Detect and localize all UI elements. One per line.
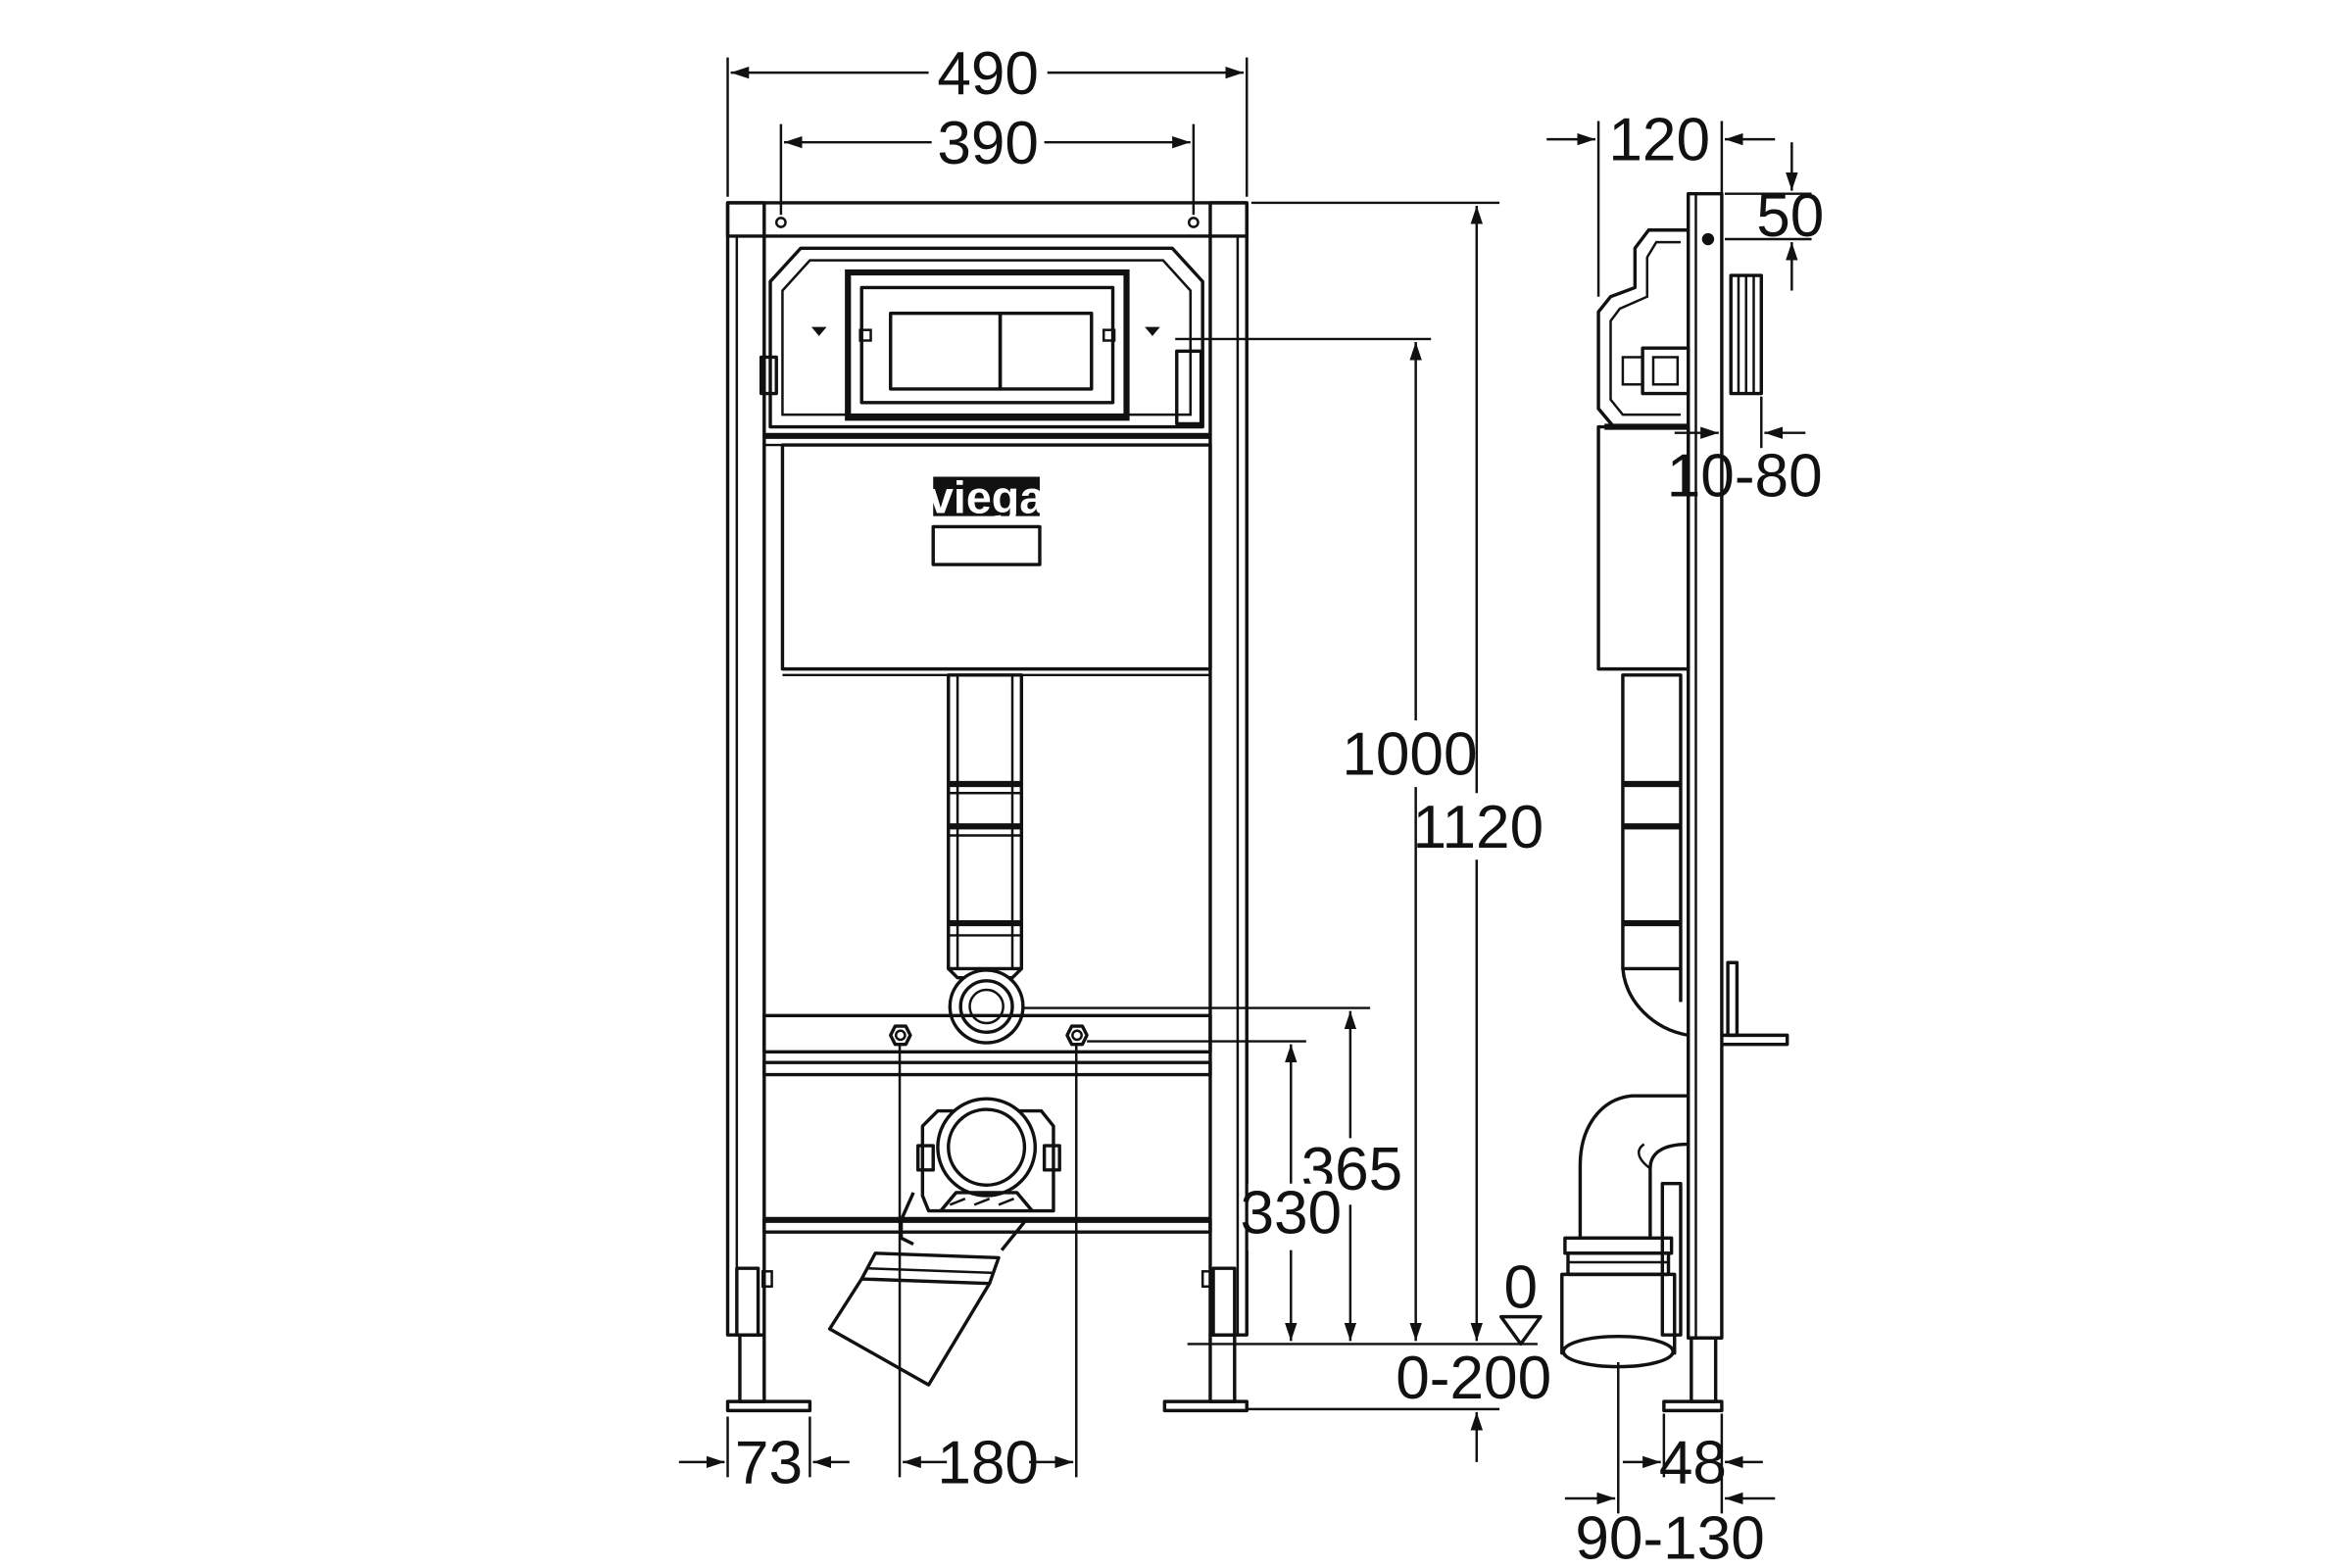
top-rail bbox=[725, 201, 1249, 238]
drain-connection bbox=[936, 1097, 1038, 1198]
right-foot bbox=[1162, 1399, 1249, 1413]
cistern-body bbox=[780, 443, 1212, 671]
side-view bbox=[1560, 191, 1789, 1413]
side-actuator bbox=[1596, 228, 1689, 429]
front-view: viega bbox=[725, 201, 1249, 1413]
right-upright bbox=[1208, 201, 1249, 1337]
fixing-hole-right bbox=[1187, 217, 1200, 228]
dim-height-total: 1120 bbox=[1413, 794, 1544, 861]
dim-height-330: 330 bbox=[1240, 1180, 1342, 1248]
bolt-right bbox=[1065, 1024, 1089, 1047]
dim-side-48: 48 bbox=[1659, 1430, 1727, 1497]
flush-button-left[interactable] bbox=[889, 311, 1003, 391]
dim-fixing-spacing: 390 bbox=[937, 110, 1039, 177]
left-foot bbox=[725, 1399, 812, 1413]
side-leg bbox=[1690, 1336, 1718, 1403]
dim-wall-10-80: 10-80 bbox=[1667, 443, 1823, 511]
actuator-housing bbox=[768, 246, 1204, 429]
dim-leg-adjust: 0-200 bbox=[1396, 1345, 1551, 1412]
dim-pipe-90-130: 90-130 bbox=[1575, 1505, 1764, 1568]
dim-offset-50: 50 bbox=[1756, 182, 1824, 250]
drain-outlet-pipe bbox=[827, 1277, 992, 1387]
left-upright bbox=[725, 201, 766, 1337]
dim-frame-width: 490 bbox=[937, 40, 1039, 108]
dim-depth-120: 120 bbox=[1608, 107, 1710, 174]
right-leg bbox=[1211, 1266, 1237, 1337]
side-foot bbox=[1662, 1399, 1724, 1413]
dim-bolt-spacing: 180 bbox=[937, 1430, 1039, 1497]
side-drain-elbow bbox=[1578, 1094, 1689, 1241]
brand-logo bbox=[933, 476, 1040, 516]
bolt-left bbox=[889, 1024, 912, 1047]
left-leg bbox=[735, 1266, 760, 1337]
flush-plate bbox=[845, 269, 1130, 421]
dimension-lines: 490 390 1120 1000 365 330 0 bbox=[678, 40, 1824, 1568]
dim-floor-level: 0 bbox=[1504, 1254, 1539, 1322]
fixing-hole-left bbox=[774, 217, 787, 228]
side-frame-upright bbox=[1687, 191, 1724, 1340]
side-bracket bbox=[1721, 1033, 1789, 1047]
floor-level-symbol bbox=[1498, 1314, 1543, 1347]
side-flush-pipe bbox=[1621, 673, 1683, 971]
cross-rail bbox=[762, 1013, 1212, 1054]
drain-elbow bbox=[899, 1192, 915, 1247]
label-plate bbox=[931, 524, 1042, 566]
side-fixing-point bbox=[1701, 232, 1715, 246]
flush-button-right[interactable] bbox=[998, 311, 1094, 391]
dim-foot-width: 73 bbox=[735, 1430, 803, 1497]
brand-logo-text: viega bbox=[928, 472, 1046, 523]
dim-height-actuation: 1000 bbox=[1342, 721, 1477, 789]
